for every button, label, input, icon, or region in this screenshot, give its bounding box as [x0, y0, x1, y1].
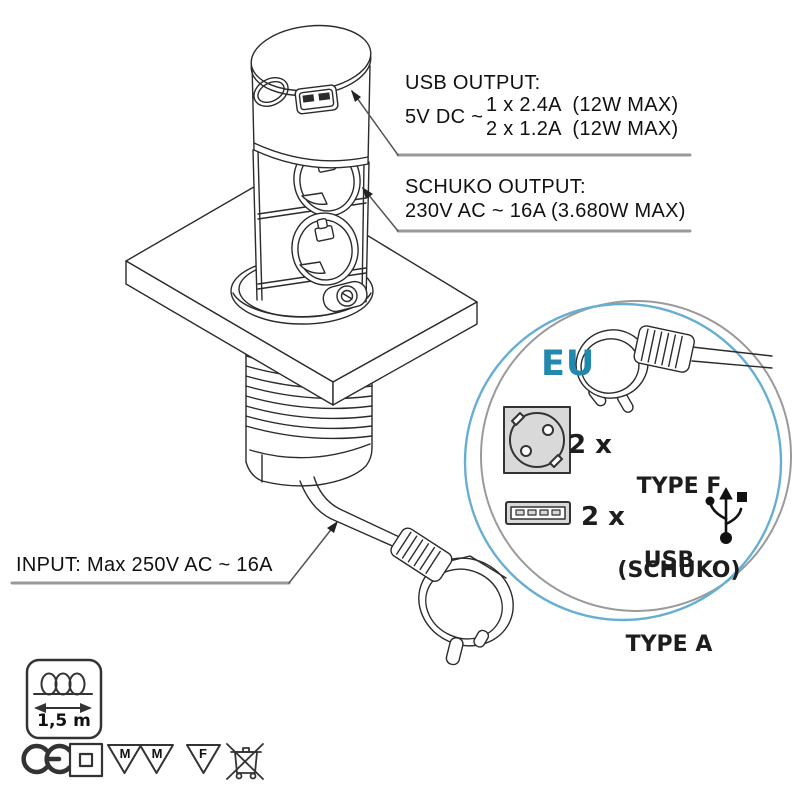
tower-head [250, 24, 372, 169]
length-arrow [34, 703, 92, 713]
cord-plug-strain-relief [390, 527, 453, 582]
finger-recess [253, 77, 289, 107]
inset-gray-circle [480, 300, 792, 612]
eu-inset [463, 300, 792, 622]
input-leader-arrowhead [327, 521, 338, 533]
usb-row-line1: USB [643, 548, 695, 573]
usb-output-line1: 1 x 2.4A (12W MAX) [486, 94, 679, 116]
triangle-m1-letter: M [119, 746, 131, 761]
cord-schuko-plug [390, 527, 514, 666]
schuko-output-detail: 230V AC ~ 16A (3.680W MAX) [405, 200, 686, 222]
cord-plug-pin [445, 637, 464, 666]
schuko-row-line2: (SCHUKO) [617, 558, 741, 583]
usb-ports [294, 84, 339, 115]
schuko-row-line1: TYPE F [636, 474, 722, 499]
usb-trident-icon [705, 487, 747, 544]
double-insulation-icon [68, 742, 104, 778]
schuko-leader-arrowhead [362, 187, 373, 199]
schuko-row-qty: 2 x [568, 430, 612, 460]
input-label: INPUT: Max 250V AC ~ 16A [16, 554, 273, 576]
inset-plug-illustration [575, 325, 773, 413]
schuko-socket-icon [503, 406, 571, 474]
triangle-m1-icon [107, 744, 142, 774]
certification-marks [21, 742, 264, 780]
input-leader-line [288, 521, 338, 584]
schuko-socket-2 [291, 212, 359, 286]
cable-length-icon [25, 658, 103, 740]
usb-port-icon [505, 501, 571, 525]
usb-row-line2: TYPE A [625, 632, 713, 657]
usb-leader-line [351, 90, 399, 156]
usb-row-label: USB TYPE A [594, 491, 744, 687]
weee-crossed-bin-icon [226, 743, 264, 780]
usb-row-qty: 2 x [581, 502, 625, 532]
lock-screw-button [322, 280, 368, 313]
cable-length-label: 1,5 m [37, 711, 91, 731]
power-cable [299, 476, 411, 553]
triangle-m2-letter: M [151, 746, 163, 761]
schuko-output-title: SCHUKO OUTPUT: [405, 176, 586, 198]
eu-region-label: EU [541, 344, 596, 384]
usb-leader-arrowhead [351, 90, 361, 102]
callout-lines [10, 90, 692, 585]
inset-plug-strain-relief [633, 325, 695, 373]
triangle-m2-icon [139, 744, 174, 774]
usb-output-line2: 2 x 1.2A (12W MAX) [486, 118, 679, 140]
usb-output-title: USB OUTPUT: [405, 72, 541, 94]
triangle-f-letter: F [199, 746, 207, 761]
ce-mark-icon [21, 743, 72, 775]
usb-output-prefix: 5V DC ~ [405, 106, 484, 128]
inset-blue-circle [463, 302, 783, 622]
schuko-row-label: TYPE F (SCHUKO) [604, 417, 754, 613]
coil-glyph [33, 672, 93, 696]
triangle-f-icon [186, 744, 221, 774]
